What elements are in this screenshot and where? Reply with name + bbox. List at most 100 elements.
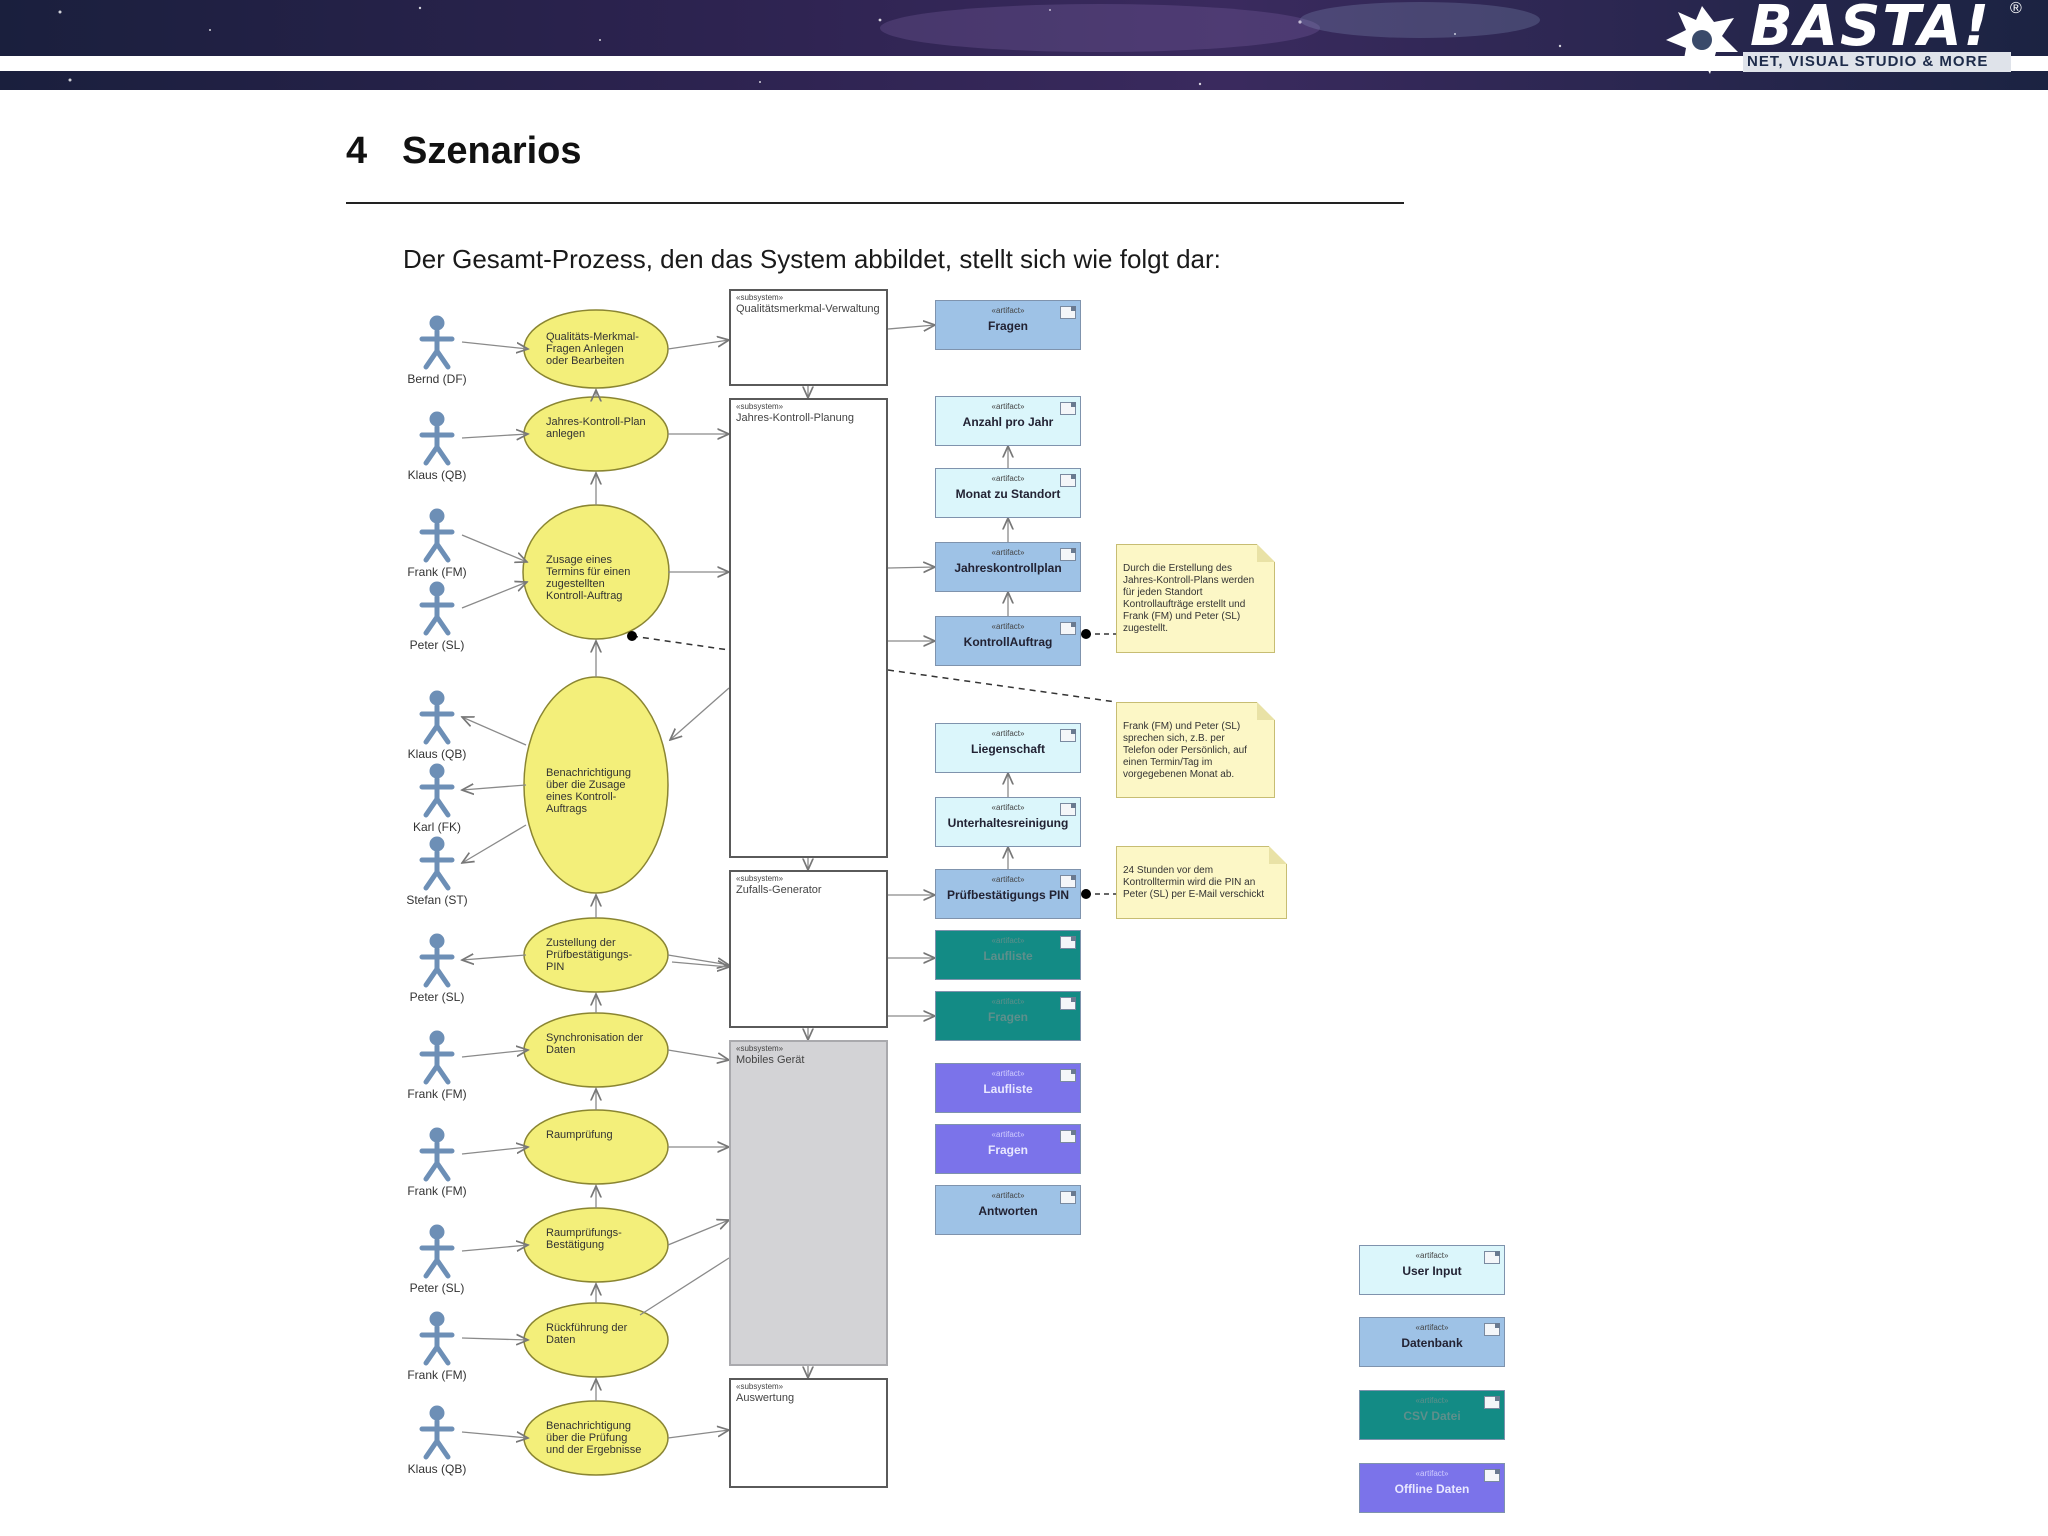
artifact-stereotype: «artifact»	[991, 548, 1025, 557]
note-anchor	[631, 635, 730, 651]
use-case-to-subsystem	[671, 962, 729, 967]
actor-label: Klaus (QB)	[407, 468, 467, 482]
document-icon	[1060, 1130, 1076, 1143]
artifact-stereotype: «artifact»	[991, 729, 1025, 738]
subsystem-stereotype: «subsystem»	[736, 1044, 784, 1053]
actor-association	[462, 955, 527, 960]
artifact-stereotype: «artifact»	[991, 1069, 1025, 1078]
actor-label: Klaus (QB)	[407, 1462, 467, 1476]
use-case-to-subsystem	[667, 1430, 729, 1439]
artifact-stereotype: «artifact»	[991, 803, 1025, 812]
logo-registered-mark: ®	[2010, 0, 2022, 17]
note-box: Frank (FM) und Peter (SL) sprechen sich,…	[1116, 702, 1275, 798]
artifact-box: «artifact»KontrollAuftrag	[935, 616, 1081, 666]
actor-label: Klaus (QB)	[407, 747, 467, 761]
subsystem-to-artifact	[887, 325, 935, 329]
legend-artifact: «artifact» Datenbank	[1359, 1317, 1505, 1367]
artifact-box: «artifact» Unterhaltesreinigung	[935, 797, 1081, 847]
use-case-label: Zusage eines Termins für einen zugestell…	[546, 554, 631, 602]
artifact-stereotype: «artifact»	[991, 875, 1025, 884]
actor-label: Peter (SL)	[409, 1281, 465, 1295]
document-icon	[1060, 936, 1076, 949]
artifact-box: «artifact» Prüfbestätigungs PIN	[935, 869, 1081, 919]
note-anchor-dot	[627, 631, 637, 641]
actor-association	[461, 341, 528, 349]
use-case-label: Benachrichtigung über die Zusage eines K…	[546, 767, 632, 815]
artifact-name: Laufliste	[983, 1082, 1033, 1096]
use-case-label: Synchronisation der Daten	[546, 1032, 644, 1056]
subsystem-box: «subsystem»Auswertung	[729, 1378, 888, 1488]
legend-name: CSV Datei	[1403, 1409, 1461, 1423]
artifact-name: Prüfbestätigungs PIN	[946, 888, 1069, 902]
actor-icon	[419, 933, 455, 988]
artifact-box: «artifact»Anzahl pro Jahr	[935, 396, 1081, 446]
legend-artifact: «artifact» CSV Datei	[1359, 1390, 1505, 1440]
subsystem-box: «subsystem»Zufalls-Generator	[729, 870, 888, 1028]
note-anchor-dot	[1081, 889, 1091, 899]
artifact-stereotype: «artifact»	[991, 1130, 1025, 1139]
actor-association	[461, 1432, 528, 1438]
use-case-to-subsystem	[667, 340, 729, 350]
actor-association	[461, 534, 527, 562]
artifact-stereotype: «artifact»	[1415, 1251, 1449, 1260]
subsystem-stereotype: «subsystem»	[736, 874, 784, 883]
document-icon	[1484, 1323, 1500, 1336]
logo-text: BASTA!	[1750, 0, 1992, 59]
subsystem-to-artifact	[887, 567, 935, 568]
artifact-name: Unterhaltesreinigung	[947, 816, 1069, 830]
header-banner: BASTA! ® NET, VISUAL STUDIO & MORE	[0, 0, 2048, 90]
actor-label: Bernd (DF)	[407, 372, 467, 386]
note-anchor-dot	[1081, 629, 1091, 639]
legend-name: Datenbank	[1401, 1336, 1463, 1350]
note-fold	[1257, 702, 1275, 720]
subsystem-name: Mobiles Gerät	[736, 1054, 805, 1066]
document-icon	[1060, 474, 1076, 487]
actor-label: Stefan (ST)	[406, 893, 468, 907]
document-icon	[1060, 548, 1076, 561]
artifact-stereotype: «artifact»	[991, 1191, 1025, 1200]
artifact-box: «artifact» Fragen	[935, 1124, 1081, 1174]
use-case-label: Raumprüfungs- Bestätigung	[546, 1227, 622, 1251]
actor-icon	[419, 581, 455, 636]
legend-name: Offline Daten	[1394, 1482, 1470, 1496]
legend-artifact: «artifact» Offline Daten	[1359, 1463, 1505, 1513]
artifact-box: «artifact»Monat zu Standort	[935, 468, 1081, 518]
artifact-box: «artifact»Fragen	[935, 300, 1081, 350]
actor-icon	[419, 411, 455, 466]
artifact-name: Liegenschaft	[970, 742, 1045, 756]
note-text: Frank (FM) und Peter (SL) sprechen sich,…	[1123, 721, 1247, 780]
use-case-to-subsystem	[667, 954, 729, 965]
use-case-label: Jahres-Kontroll-Plan anlegen	[546, 416, 646, 440]
artifact-box: «artifact» Laufliste	[935, 1063, 1081, 1113]
actor-icon	[419, 1030, 455, 1085]
artifact-name: Jahreskontrollplan	[954, 561, 1062, 575]
basta-logo: BASTA! ® NET, VISUAL STUDIO & MORE	[1660, 0, 2048, 78]
subsystem-name: Zufalls-Generator	[736, 884, 822, 896]
subsystem-name: Auswertung	[736, 1392, 795, 1404]
document-icon	[1060, 803, 1076, 816]
actor-icon	[419, 690, 455, 745]
artifact-name: Fragen	[987, 1143, 1028, 1157]
actor-icon	[419, 1224, 455, 1279]
actor-association	[462, 717, 527, 746]
subsystem-stereotype: «subsystem»	[736, 293, 784, 302]
document-icon	[1060, 622, 1076, 635]
subsystem-to-use-case	[670, 687, 730, 740]
actor-label: Peter (SL)	[409, 638, 465, 652]
artifact-stereotype: «artifact»	[1415, 1469, 1449, 1478]
note-fold	[1269, 846, 1287, 864]
artifact-stereotype: «artifact»	[1415, 1396, 1449, 1405]
subsystem-name: Qualitätsmerkmal-Verwaltung	[736, 303, 880, 315]
artifact-box: «artifact» Jahreskontrollplan	[935, 542, 1081, 592]
note-box: Durch die Erstellung des Jahres-Kontroll…	[1116, 544, 1275, 653]
artifact-stereotype: «artifact»	[1415, 1323, 1449, 1332]
note-box: 24 Stunden vor dem Kontrolltermin wird d…	[1116, 846, 1287, 919]
subsystem-stereotype: «subsystem»	[736, 402, 784, 411]
artifact-stereotype: «artifact»	[991, 936, 1025, 945]
note-fold	[1257, 544, 1275, 562]
actor-label: Frank (FM)	[407, 1184, 467, 1198]
document-icon	[1484, 1251, 1500, 1264]
actor-icon	[419, 315, 455, 370]
